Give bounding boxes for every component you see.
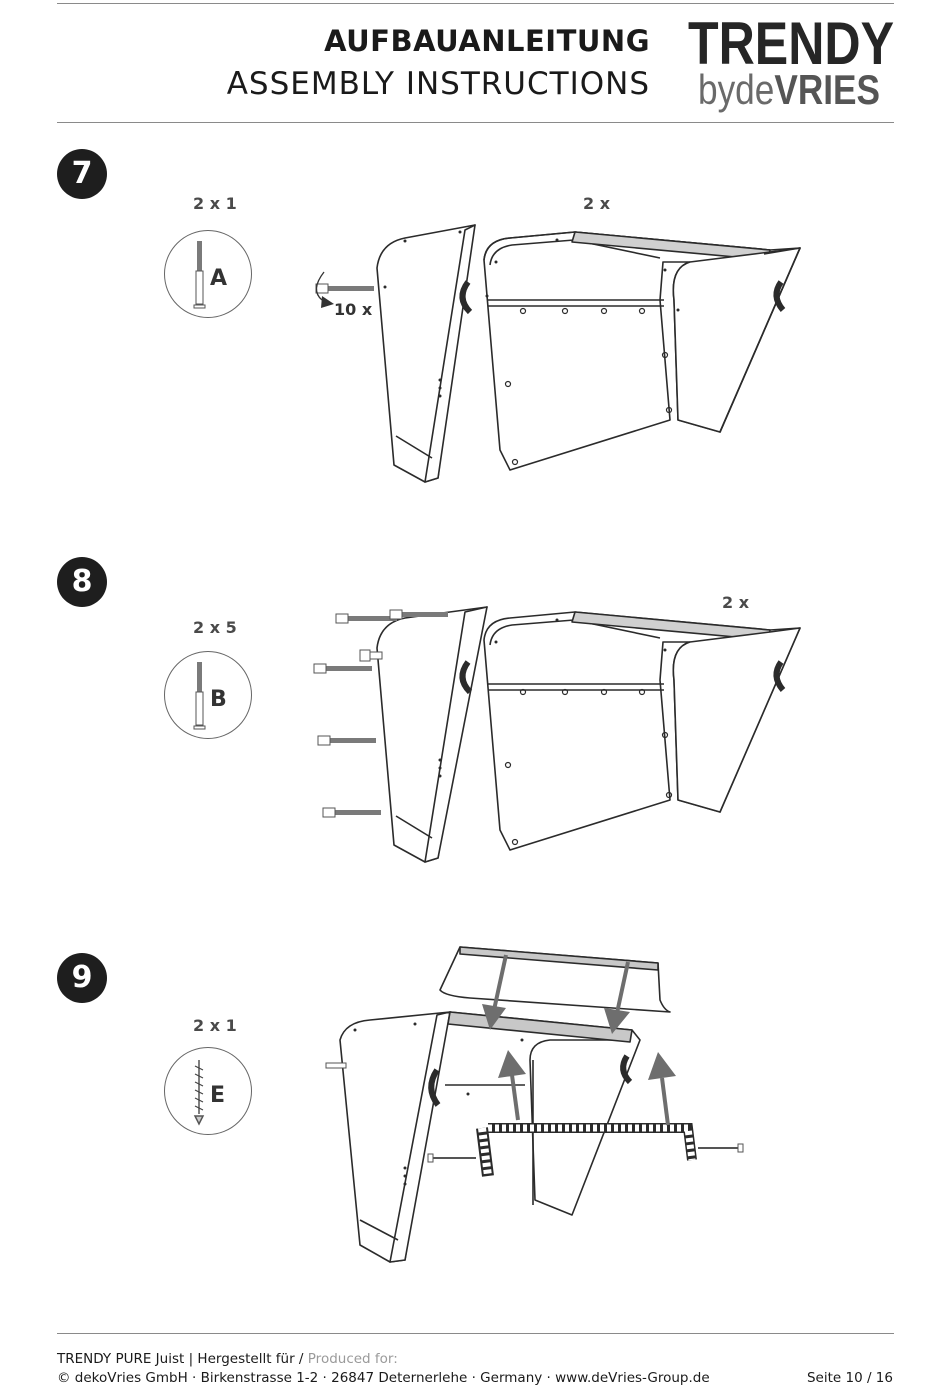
title-german: AUFBAUANLEITUNG [324,24,650,58]
step-7-assembly-qty: 2 x [583,194,611,213]
footer-produced-for: Produced for: [307,1351,398,1367]
step-7-part-qty: 2 x 1 [193,194,237,213]
step-8-badge: 8 [57,557,107,607]
title-english: ASSEMBLY INSTRUCTIONS [226,66,650,102]
step-7-part-circle [164,230,252,318]
bolt-icon [193,241,206,309]
svg-text:bydeVRIES: bydeVRIES [698,66,880,113]
step-8-part-letter: B [210,687,227,712]
step-9-part-qty: 2 x 1 [193,1016,237,1035]
step-9-part-circle [164,1047,252,1135]
wood-screw-icon [193,1060,205,1126]
page-number: Seite 10 / 16 [806,1370,893,1386]
footer-line-1: TRENDY PURE Juist | Hergestellt für / Pr… [57,1351,398,1367]
logo-vries: VRIES [774,66,880,113]
header-rule [57,122,894,123]
step-7-badge: 7 [57,149,107,199]
footer-line-2: © dekoVries GmbH · Birkenstrasse 1-2 · 2… [57,1370,710,1386]
brand-logo: TRENDY bydeVRIES [688,10,894,113]
step-9-part-letter: E [210,1083,226,1108]
footer-produced-by: TRENDY PURE Juist | Hergestellt für / [57,1351,308,1367]
top-rule [57,3,894,4]
step-8-part-qty: 2 x 5 [193,618,237,637]
logo-trendy: TRENDY [688,10,894,77]
step-8-part-circle [164,651,252,739]
footer-rule [57,1333,894,1334]
step-7-callout: 10 x [334,300,373,319]
dowel-bolt-icon [193,662,206,730]
logo-de: de [735,66,774,113]
logo-by: by [698,66,735,113]
step-9-badge: 9 [57,953,107,1003]
step-8-assembly-qty: 2 x [722,593,750,612]
step-7-part-letter: A [210,266,228,291]
